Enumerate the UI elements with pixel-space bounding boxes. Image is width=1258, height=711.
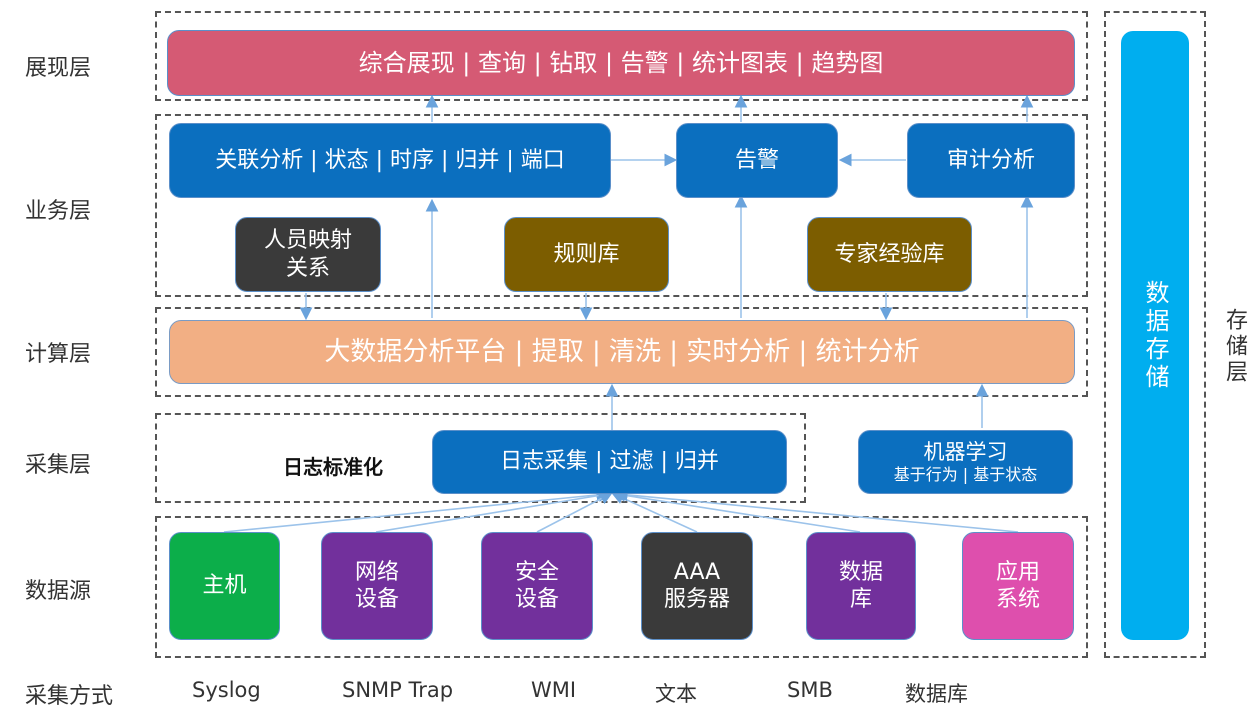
machine-learning-subtitle: 基于行为 | 基于状态 [893, 465, 1038, 485]
method-database: 数据库 [905, 682, 968, 706]
datasource-network-device[interactable]: 网络 设备 [321, 532, 433, 640]
datasource-security-label-line2: 设备 [514, 587, 559, 612]
datasource-aaa-label-line2: 服务器 [663, 587, 730, 612]
method-syslog: Syslog [192, 678, 261, 702]
layer-label-compute: 计算层 [25, 342, 92, 367]
presentation-bar-label: 综合展现 | 查询 | 钻取 | 告警 | 统计图表 | 趋势图 [358, 49, 884, 77]
datasource-host[interactable]: 主机 [169, 532, 280, 640]
person-mapping-label-line2: 关系 [285, 255, 330, 281]
compute-platform-bar[interactable]: 大数据分析平台 | 提取 | 清洗 | 实时分析 | 统计分析 [169, 320, 1075, 384]
data-storage-label: 数据存储 [1141, 279, 1169, 392]
business-layer-frame [155, 114, 1088, 297]
datasource-network-label-line1: 网络 [354, 559, 399, 585]
layer-label-collection-method: 采集方式 [25, 684, 114, 709]
machine-learning-box[interactable]: 机器学习 基于行为 | 基于状态 [858, 430, 1073, 494]
layer-label-storage: 存储层 [1222, 308, 1247, 386]
datasource-network-label-line2: 设备 [354, 587, 399, 612]
machine-learning-title: 机器学习 [923, 439, 1008, 464]
datasource-aaa-server[interactable]: AAA 服务器 [641, 532, 753, 640]
log-normalization-label: 日志标准化 [283, 455, 383, 479]
correlation-analysis-box[interactable]: 关联分析 | 状态 | 时序 | 归并 | 端口 [169, 123, 611, 198]
datasource-aaa-label-line1: AAA [673, 559, 721, 585]
presentation-bar[interactable]: 综合展现 | 查询 | 钻取 | 告警 | 统计图表 | 趋势图 [167, 30, 1075, 96]
alert-label: 告警 [734, 147, 779, 173]
alert-box[interactable]: 告警 [676, 123, 838, 198]
correlation-analysis-label: 关联分析 | 状态 | 时序 | 归并 | 端口 [215, 147, 565, 173]
datasource-security-device[interactable]: 安全 设备 [481, 532, 593, 640]
datasource-application-system[interactable]: 应用 系统 [962, 532, 1074, 640]
log-collection-box[interactable]: 日志采集 | 过滤 | 归并 [432, 430, 787, 494]
layer-label-presentation: 展现层 [25, 56, 92, 81]
method-text: 文本 [655, 682, 697, 706]
layer-label-datasource: 数据源 [25, 579, 92, 604]
audit-analysis-box[interactable]: 审计分析 [907, 123, 1075, 198]
layer-label-business: 业务层 [25, 199, 92, 224]
datasource-layer-frame [155, 516, 1088, 658]
person-mapping-label-line1: 人员映射 [263, 228, 352, 253]
datasource-security-label-line1: 安全 [514, 559, 559, 585]
storage-layer-frame [1104, 11, 1206, 658]
method-wmi: WMI [531, 678, 577, 702]
expert-base-label: 专家经验库 [834, 241, 945, 267]
audit-analysis-label: 审计分析 [946, 147, 1035, 173]
datasource-app-label-line2: 系统 [995, 587, 1040, 612]
datasource-app-label-line1: 应用 [995, 559, 1040, 585]
datasource-database-label-line1: 数据 [838, 559, 883, 585]
data-storage-bar[interactable]: 数据存储 [1121, 31, 1189, 640]
datasource-database[interactable]: 数据 库 [806, 532, 916, 640]
presentation-layer-frame [155, 11, 1088, 101]
expert-base-box[interactable]: 专家经验库 [807, 217, 972, 292]
rule-base-label: 规则库 [553, 241, 620, 267]
compute-platform-label: 大数据分析平台 | 提取 | 清洗 | 实时分析 | 统计分析 [324, 336, 920, 367]
datasource-database-label-line2: 库 [849, 587, 872, 612]
method-snmp-trap: SNMP Trap [342, 678, 454, 702]
method-smb: SMB [787, 678, 833, 702]
log-collection-label: 日志采集 | 过滤 | 归并 [500, 449, 719, 475]
person-mapping-box[interactable]: 人员映射 关系 [235, 217, 381, 292]
datasource-host-label: 主机 [202, 573, 247, 599]
compute-layer-frame [155, 307, 1088, 397]
layer-label-collection: 采集层 [25, 453, 92, 478]
rule-base-box[interactable]: 规则库 [504, 217, 669, 292]
